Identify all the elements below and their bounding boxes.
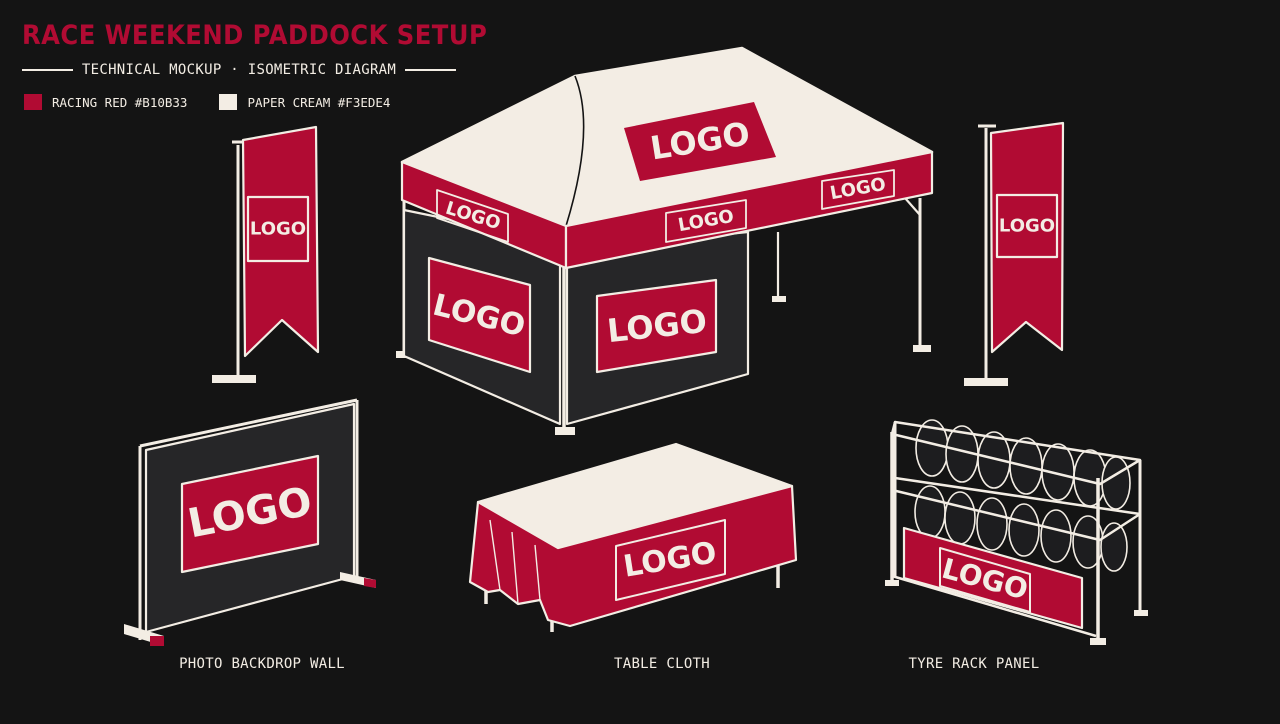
tent-valance-front [564, 150, 934, 270]
caption-photo-backdrop-wall: PHOTO BACKDROP WALL [179, 656, 345, 672]
subtitle-row: TECHNICAL MOCKUP · ISOMETRIC DIAGRAM [22, 60, 457, 80]
swatch-label-red: RACING RED #B10B33 [52, 94, 188, 110]
caption-table-cloth: TABLE CLOTH [613, 656, 711, 672]
page-subtitle: TECHNICAL MOCKUP · ISOMETRIC DIAGRAM [81, 62, 397, 78]
flag-banner-right [989, 121, 1065, 354]
swatch-racing-red: RACING RED #B10B33 [24, 94, 187, 110]
tent-side-wall-panel [427, 256, 532, 374]
flag-logo-box-right [995, 193, 1059, 259]
flag-logo-left: LOGO [250, 219, 306, 240]
swatch-label-cream: PAPER CREAM #F3EDE4 [247, 94, 391, 110]
caption-tyre-rack-panel: TYRE RACK PANEL [908, 656, 1040, 672]
swatch-chip-red [24, 94, 42, 110]
color-palette: RACING RED #B10B33 PAPER CREAM #F3EDE4 [24, 94, 390, 110]
flag-base-right [964, 378, 1008, 386]
swatch-paper-cream: PAPER CREAM #F3EDE4 [219, 94, 390, 110]
tent-roof-logo-panel [624, 102, 776, 181]
flag-base-left [212, 375, 256, 383]
photo-backdrop-wall: LOGO [124, 398, 376, 646]
table-cloth [468, 484, 798, 628]
page-title: RACE WEEKEND PADDOCK SETUP [22, 20, 488, 51]
subtitle-rule-right [405, 69, 457, 71]
subtitle-rule-left [22, 69, 73, 71]
canopy-tent: LOGO LOGO LOGO LOGO LOGO LOGO [396, 46, 934, 435]
flag-logo-right: LOGO [999, 216, 1055, 237]
tent-front-wall-panel [595, 278, 718, 374]
tyre-rack: LOGO [885, 419, 1148, 645]
backdrop-logo-panel [180, 454, 320, 574]
flag-logo-box-left [246, 195, 310, 263]
feather-flag-left: LOGO [212, 125, 320, 383]
tyre-rack-panel [902, 526, 1084, 630]
flag-banner-left [241, 125, 320, 358]
swatch-chip-cream [219, 94, 238, 110]
table-with-cloth: LOGO [468, 442, 798, 632]
feather-flag-right: LOGO [964, 121, 1065, 386]
